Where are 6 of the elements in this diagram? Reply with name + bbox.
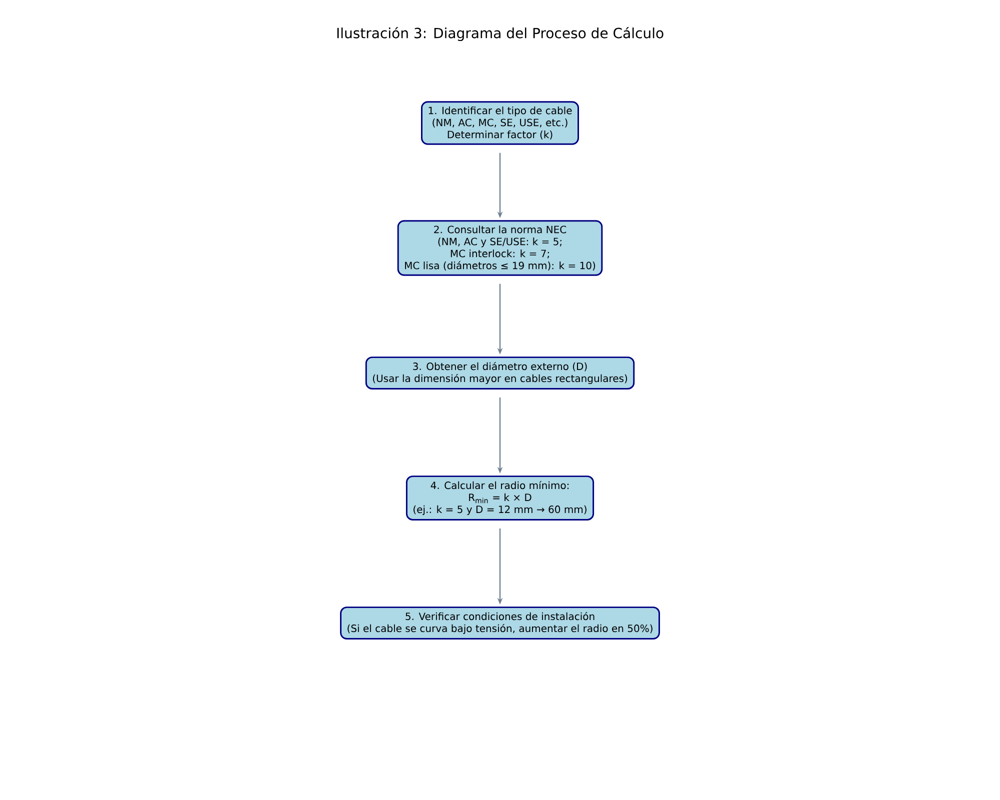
- title: Ilustración 3: Diagrama del Proceso de Cálculo: [337, 26, 664, 42]
- process-box: 3. Obtener el diámetro externo (D) (Usar la dimensión mayor en cables rectangulares): [365, 356, 635, 390]
- process-box: 2. Consultar la norma NEC (NM, AC y SE/USE: k = 5; MC interlock: k = 7; MC lisa (diámetros ≤ 19 mm): k = 10): [397, 220, 603, 276]
- process-box: 5. Verificar condiciones de instalación (Si el cable se curva bajo tensión, aumentar el radio en 50%): [340, 606, 660, 640]
- process-box: 1. Identificar el tipo de cable (NM, AC, MC, SE, USE, etc.) Determinar factor (k): [421, 101, 579, 145]
- process-box: 4. Calcular el radio mínimo: R$_{min}$ = k × D (ej.: k = 5 y D = 12 mm → 60 mm): [406, 476, 594, 520]
